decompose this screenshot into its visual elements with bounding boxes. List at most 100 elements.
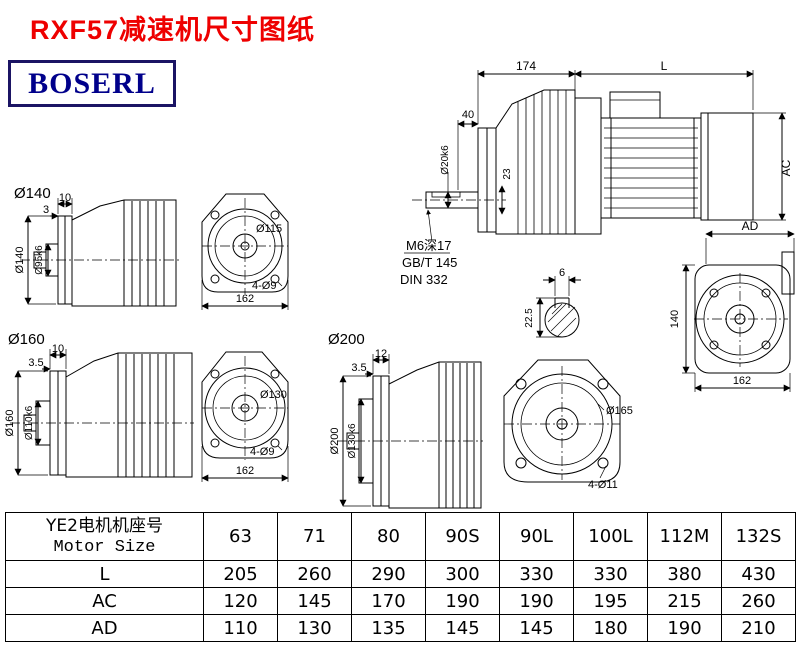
- dim-23: 23: [502, 168, 513, 180]
- side-view-200-geometry: [337, 354, 483, 509]
- dim-flange-width-140: 10: [59, 192, 71, 204]
- side-view-140-drawing: 10 3 Ø140 Ø95k6: [14, 192, 180, 307]
- rear-view-drawing: AD 140 162: [669, 219, 795, 392]
- motor-size-header-cell: YE2电机机座号 Motor Size: [5, 512, 204, 561]
- cell-AD-90S: 145: [425, 614, 500, 642]
- cell-L-132S: 430: [721, 560, 796, 588]
- size-column-80: 80: [351, 512, 426, 561]
- size-column-63: 63: [203, 512, 278, 561]
- cell-AD-132S: 210: [721, 614, 796, 642]
- dim-key-width: 6: [559, 267, 565, 279]
- front-view-160-drawing: Ø130 4-Ø9 162: [201, 351, 289, 482]
- size-column-90S: 90S: [425, 512, 500, 561]
- dim-spigot-dia-200: Ø130k6: [347, 423, 358, 458]
- cell-AC-90L: 190: [499, 587, 574, 615]
- dim-AC: AC: [779, 159, 793, 176]
- dim-flange-dia-140: Ø140: [14, 247, 26, 274]
- logo-text: BOSERL: [28, 66, 156, 100]
- page-title: RXF57减速机尺寸图纸: [30, 15, 316, 45]
- cell-AC-90S: 190: [425, 587, 500, 615]
- cell-L-71: 260: [277, 560, 352, 588]
- dim-step-200: 3.5: [351, 362, 366, 374]
- cell-AC-112M: 215: [647, 587, 722, 615]
- dim-bolt-circle-160: Ø130: [260, 389, 287, 401]
- cell-AD-71: 130: [277, 614, 352, 642]
- dim-162-width: 162: [733, 375, 751, 387]
- label-flange-160: Ø160: [8, 331, 45, 348]
- dim-AD: AD: [742, 219, 759, 233]
- note-thread: M6深17: [406, 238, 452, 253]
- dim-width-140: 162: [236, 293, 254, 305]
- cell-L-100L: 330: [573, 560, 648, 588]
- cell-AD-80: 135: [351, 614, 426, 642]
- front-view-140-geometry: [201, 193, 289, 310]
- table-row-AD: AD 110 130 135 145 145 180 190 210: [5, 614, 796, 642]
- side-view-200-drawing: 12 3.5 Ø200 Ø130k6: [329, 348, 483, 509]
- row-label-L: L: [5, 560, 204, 588]
- motor-size-header-en: Motor Size: [53, 537, 156, 557]
- dim-key-height: 22.5: [524, 308, 535, 328]
- cell-L-90S: 300: [425, 560, 500, 588]
- cell-L-90L: 330: [499, 560, 574, 588]
- size-column-132S: 132S: [721, 512, 796, 561]
- front-view-200-geometry: [503, 359, 621, 483]
- label-flange-200: Ø200: [328, 331, 365, 348]
- cell-AD-63: 110: [203, 614, 278, 642]
- dim-holes-160: 4-Ø9: [250, 446, 274, 458]
- dim-step-140: 3: [43, 204, 49, 216]
- motor-size-header-cn: YE2电机机座号: [46, 515, 163, 536]
- dim-holes-140: 4-Ø9: [252, 280, 276, 292]
- main-assembly-geometry: [404, 70, 786, 254]
- size-column-100L: 100L: [573, 512, 648, 561]
- dim-shaft-dia: Ø20k6: [440, 145, 451, 175]
- logo: BOSERL: [8, 60, 176, 107]
- size-column-90L: 90L: [499, 512, 574, 561]
- size-column-71: 71: [277, 512, 352, 561]
- cell-L-112M: 380: [647, 560, 722, 588]
- cell-L-63: 205: [203, 560, 278, 588]
- table-header-row: YE2电机机座号 Motor Size 63 71 80 90S 90L 100…: [5, 512, 796, 561]
- row-label-AD: AD: [5, 614, 204, 642]
- dim-step-160: 3.5: [28, 357, 43, 369]
- cell-AC-63: 120: [203, 587, 278, 615]
- cell-L-80: 290: [351, 560, 426, 588]
- key-section-drawing: 6 22.5: [524, 267, 581, 338]
- dim-140-height: 140: [669, 310, 681, 328]
- dim-spigot-dia-160: Ø110k6: [24, 405, 35, 440]
- side-view-160-drawing: 10 3.5 Ø160 Ø110k6: [4, 343, 194, 478]
- note-gb-standard: GB/T 145: [402, 255, 457, 270]
- key-section-geometry: [536, 276, 581, 338]
- dim-40: 40: [462, 109, 474, 121]
- dim-bolt-circle-140: Ø115: [256, 223, 282, 235]
- dim-spigot-dia-140: Ø95k6: [34, 245, 45, 275]
- cell-AC-80: 170: [351, 587, 426, 615]
- cell-AD-90L: 145: [499, 614, 574, 642]
- front-view-160-geometry: [201, 351, 289, 482]
- cell-AD-100L: 180: [573, 614, 648, 642]
- front-view-200-drawing: Ø165 4-Ø11: [503, 359, 633, 491]
- cell-AC-100L: 195: [573, 587, 648, 615]
- main-assembly-drawing: 174 L 40 Ø20k6 23 AC M6深17 GB/T 145 DIN …: [400, 59, 793, 287]
- dim-flange-dia-200: Ø200: [329, 428, 341, 455]
- cell-AC-132S: 260: [721, 587, 796, 615]
- label-flange-140: Ø140: [14, 185, 51, 202]
- table-row-AC: AC 120 145 170 190 190 195 215 260: [5, 587, 796, 615]
- table-row-L: L 205 260 290 300 330 330 380 430: [5, 560, 796, 588]
- dim-flange-dia-160: Ø160: [4, 410, 16, 437]
- dim-L: L: [661, 59, 668, 73]
- note-din-standard: DIN 332: [400, 272, 448, 287]
- rear-view-geometry: [682, 230, 795, 392]
- row-label-AC: AC: [5, 587, 204, 615]
- cell-AD-112M: 190: [647, 614, 722, 642]
- front-view-140-drawing: Ø115 4-Ø9 162: [201, 193, 289, 310]
- dim-174: 174: [516, 59, 536, 73]
- dim-holes-200: 4-Ø11: [588, 479, 618, 491]
- size-column-112M: 112M: [647, 512, 722, 561]
- dim-width-160: 162: [236, 465, 254, 477]
- motor-dimension-table: YE2电机机座号 Motor Size 63 71 80 90S 90L 100…: [5, 512, 796, 642]
- dim-flange-width-160: 10: [52, 343, 64, 355]
- dim-flange-width-200: 12: [375, 348, 387, 360]
- side-view-160-geometry: [10, 349, 194, 478]
- cell-AC-71: 145: [277, 587, 352, 615]
